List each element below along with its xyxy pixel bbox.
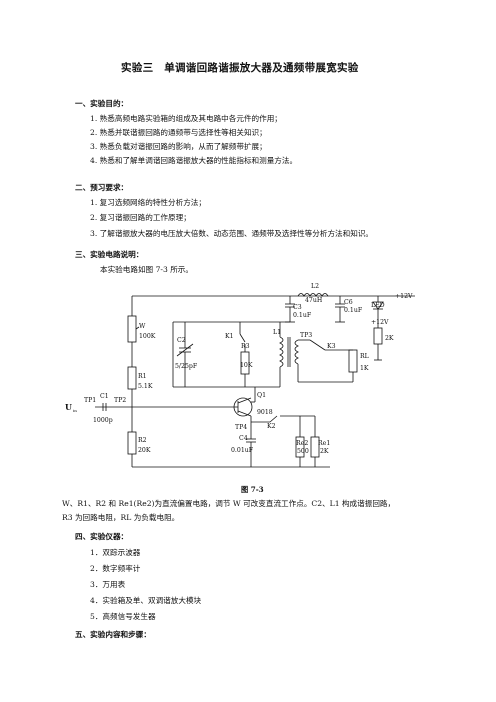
- list-item: 2．数字频率计: [90, 564, 141, 573]
- section-preview-heading: 二、预习要求：: [75, 183, 129, 192]
- label-r5: 2K: [385, 335, 394, 342]
- label-l2: L2: [311, 283, 319, 290]
- label-k1: K1: [225, 333, 234, 340]
- list-item: 3. 熟悉负载对谐振回路的影响，从而了解频带扩展；: [90, 142, 267, 151]
- list-item: 3．万用表: [90, 580, 126, 589]
- label-q1: Q1: [257, 392, 266, 399]
- list-item: 4．实验箱及单、双调谐放大模块: [90, 596, 202, 605]
- list-item: 1．双踪示波器: [90, 548, 141, 557]
- label-r1: R1: [138, 373, 147, 380]
- label-c3-value: 0.1uF: [293, 312, 312, 319]
- label-re2: Re2: [296, 440, 308, 447]
- label-c4-value: 0.01uF: [231, 447, 254, 454]
- label-c1-value: 1000p: [93, 417, 113, 424]
- label-re1: Re1: [318, 440, 330, 447]
- label-c2: C2: [177, 337, 186, 344]
- circuit-description-line1: W、R1、R2 和 Re1(Re2)为直流偏置电路，调节 W 可改变直流工作点。…: [62, 499, 396, 508]
- label-c6: C6: [344, 299, 353, 306]
- circuit-description-line2: R3 为回路电阻，RL 为负载电阻。: [62, 513, 180, 522]
- label-uin-sub: in: [73, 408, 77, 413]
- list-item: 1. 复习选频网络的特性分析方法；: [90, 198, 206, 207]
- label-w-value: 100K: [139, 333, 156, 340]
- label-tp2: TP2: [114, 397, 126, 404]
- circuit-intro-text: 本实验电路如图 7-3 所示。: [100, 265, 193, 274]
- document-title: 实验三 单调谐回路谐振放大器及通频带展宽实验: [121, 62, 359, 74]
- label-rl: RL: [360, 353, 369, 360]
- label-uin: U: [65, 402, 72, 412]
- section-objectives-heading: 一、实验目的：: [75, 99, 129, 108]
- label-c1: C1: [100, 393, 109, 400]
- label-c4: C4: [239, 435, 248, 442]
- list-item: 2. 熟悉并联谐振回路的通频带与选择性等相关知识；: [90, 128, 267, 137]
- label-k2: K2: [267, 423, 276, 430]
- label-vcc-top: +12V: [395, 293, 413, 300]
- label-q1-value: 9018: [257, 409, 273, 416]
- section-instruments-heading: 四、实验仪器：: [75, 532, 129, 541]
- list-item: 1. 熟悉高频电路实验箱的组成及其电路中各元件的作用；: [90, 114, 282, 123]
- label-r3: R3: [241, 343, 250, 350]
- label-led: LED: [371, 302, 385, 309]
- circuit-diagram: L2 47uH C3 0.1uF C6 0.1uF LED +12V +12V …: [65, 283, 415, 468]
- label-k3: K3: [327, 343, 336, 350]
- label-r2-value: 20K: [138, 447, 151, 454]
- label-c3: C3: [293, 304, 302, 311]
- label-vcc-led: +12V: [371, 319, 389, 326]
- list-item: 4. 熟悉和了解单调谐回路谐振放大器的性能指标和测量方法。: [90, 156, 298, 165]
- label-r1-value: 5.1K: [138, 383, 153, 390]
- section-circuit-heading: 三、实验电路说明：: [75, 250, 144, 259]
- label-re2-value: 500: [297, 448, 309, 455]
- label-c2-value: 5/25pF: [175, 363, 198, 370]
- figure-caption: 图 7-3: [241, 485, 264, 494]
- label-tp3: TP3: [300, 332, 312, 339]
- label-l1: L1: [273, 329, 281, 336]
- list-item: 5．高频信号发生器: [90, 612, 156, 621]
- label-r2: R2: [138, 437, 147, 444]
- label-tp4: TP4: [235, 424, 247, 431]
- label-tp1: TP1: [84, 397, 96, 404]
- label-l2-value: 47uH: [305, 297, 323, 304]
- label-re1-value: 2K: [320, 448, 329, 455]
- list-item: 2. 复习谐振回路的工作原理；: [90, 213, 191, 222]
- label-w: W: [139, 323, 146, 330]
- label-rl-value: 1K: [360, 365, 369, 372]
- label-c6-value: 0.1uF: [344, 307, 363, 314]
- list-item: 3. 了解谐振放大器的电压放大倍数、动态范围、通频带及选择性等分析方法和知识。: [90, 229, 374, 238]
- section-procedure-heading: 五、实验内容和步骤：: [75, 630, 151, 639]
- label-r3-value: 10K: [240, 362, 253, 369]
